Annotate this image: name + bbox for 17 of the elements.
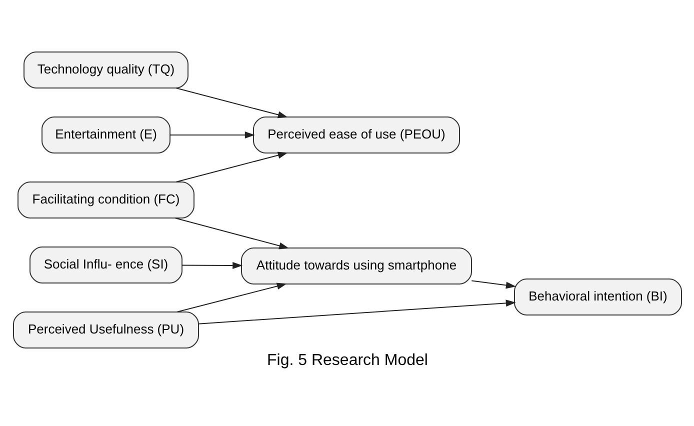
arrow — [174, 88, 288, 118]
arrow — [176, 282, 286, 312]
arrow — [174, 218, 289, 250]
node-box: Perceived ease of use (PEOU) — [252, 116, 460, 154]
node-box: Entertainment (E) — [41, 116, 170, 154]
arrow — [174, 152, 288, 182]
node-box: Attitude towards using smartphone — [240, 248, 472, 284]
arrow — [169, 132, 254, 138]
node-box: Technology quality (TQ) — [23, 52, 188, 88]
node-box: Facilitating condition (FC) — [17, 182, 194, 218]
node-box: Social Influ- ence (SI) — [29, 246, 182, 284]
node-box: Behavioral intention (BI) — [514, 278, 682, 316]
arrow — [198, 300, 516, 324]
node-box: Perceived Usefulness (PU) — [12, 312, 198, 348]
arrow — [181, 262, 242, 270]
arrow — [470, 280, 516, 289]
caption: Fig. 5 Research Model — [266, 352, 428, 369]
